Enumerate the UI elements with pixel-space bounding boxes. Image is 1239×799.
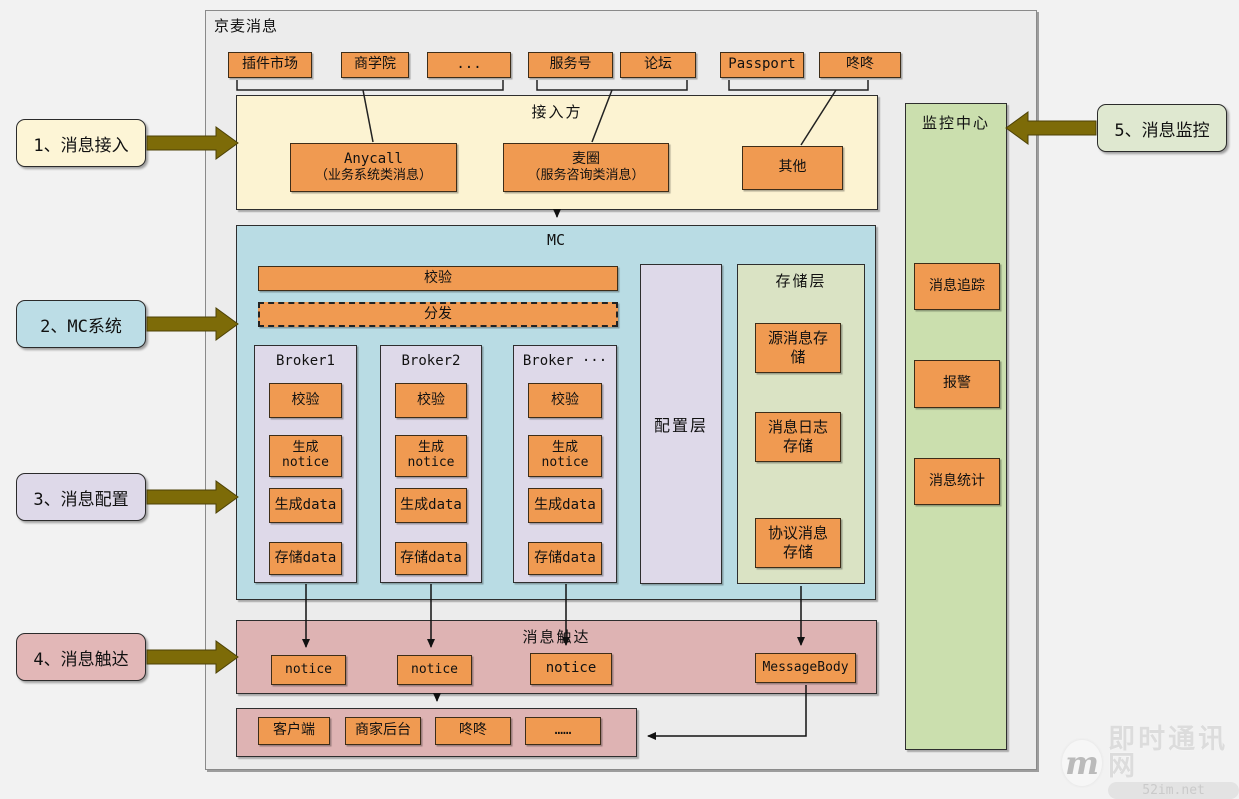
monitor-center-title: 监控中心 [921, 114, 990, 132]
client-dongdong: 咚咚 [435, 717, 511, 745]
client-merchant-backend: 商家后台 [345, 717, 421, 745]
mc-check-bar: 校验 [258, 266, 618, 291]
step-label-message-touch: 4、消息触达 [16, 633, 146, 681]
broker-step-gen-notice: 生成 notice [395, 435, 467, 477]
client-label: 商家后台 [355, 722, 411, 739]
touch-item-label: MessageBody [762, 659, 849, 675]
access-item-line1: 麦圈 [572, 150, 600, 167]
broker-1: Broker1 校验 生成 notice 生成data 存储data [254, 345, 357, 583]
access-item-line1: 其他 [778, 159, 807, 176]
touch-item-notice-1: notice [271, 655, 346, 685]
step-label-text: 5、消息监控 [1114, 120, 1210, 141]
top-source-dongdong: 咚咚 [819, 52, 901, 78]
storage-layer-title: 存储层 [775, 272, 827, 290]
storage-item-protocol-message: 协议消息存储 [755, 518, 841, 568]
mc-dispatch-bar: 分发 [258, 302, 618, 327]
step-label-message-monitor: 5、消息监控 [1097, 104, 1227, 152]
broker-step-gen-notice: 生成 notice [528, 435, 602, 477]
access-layer-title: 接入方 [531, 103, 583, 121]
top-source-label: 插件市场 [242, 56, 298, 73]
top-source-business-school: 商学院 [341, 52, 409, 78]
broker-title: Broker2 [401, 353, 461, 369]
monitor-item-label: 报警 [943, 375, 971, 392]
storage-item-label: 协议消息存储 [767, 524, 828, 561]
touch-item-notice-2: notice [397, 655, 472, 685]
broker-2: Broker2 校验 生成 notice 生成data 存储data [380, 345, 482, 583]
page-title: 京麦消息 [214, 17, 279, 35]
access-item-line2: （业务系统类消息） [314, 168, 432, 184]
access-item-line1: Anycall [343, 150, 403, 167]
watermark-site-name: 即时通讯网 [1108, 724, 1229, 782]
broker-step-check: 校验 [395, 383, 467, 418]
client-app: 客户端 [258, 717, 330, 745]
mc-title: MC [546, 231, 566, 249]
broker-step-gen-notice: 生成 notice [269, 435, 342, 477]
storage-item-label: 消息日志存储 [767, 418, 828, 455]
top-source-label: Passport [728, 56, 796, 73]
top-source-label: ... [456, 56, 482, 73]
storage-item-label: 源消息存储 [767, 329, 828, 366]
top-source-label: 论坛 [644, 56, 672, 73]
top-source-label: 商学院 [354, 56, 396, 73]
touch-item-notice-3: notice [530, 653, 612, 685]
step-label-text: 1、消息接入 [33, 135, 129, 156]
access-item-anycall: Anycall （业务系统类消息） [290, 143, 457, 192]
watermark: m 即时通讯网 52im.net [1062, 726, 1239, 799]
watermark-logo-icon: m [1062, 739, 1103, 786]
monitor-item-message-trace: 消息追踪 [914, 263, 1000, 310]
config-layer: 配置层 [640, 264, 722, 584]
broker-title: Broker1 [275, 353, 335, 369]
touch-item-label: notice [545, 660, 597, 677]
top-source-label: 咚咚 [846, 56, 874, 73]
touch-item-messagebody: MessageBody [755, 653, 856, 683]
client-label: 客户端 [273, 722, 315, 739]
top-source-ellipsis: ... [427, 52, 511, 78]
top-source-forum: 论坛 [620, 52, 696, 78]
broker-step-store-data: 存储data [395, 542, 467, 575]
top-source-service-account: 服务号 [528, 52, 613, 78]
monitor-item-label: 消息统计 [929, 472, 985, 489]
step-label-message-config: 3、消息配置 [16, 473, 146, 521]
touch-layer-title: 消息触达 [522, 628, 591, 646]
storage-item-source-message: 源消息存储 [755, 323, 841, 373]
touch-item-label: notice [411, 661, 458, 677]
broker-step-gen-data: 生成data [528, 488, 602, 523]
mc-dispatch-label: 分发 [424, 305, 452, 322]
step-label-text: 3、消息配置 [33, 489, 129, 510]
monitor-center-panel: 监控中心 [905, 103, 1007, 750]
watermark-site-url: 52im.net [1108, 782, 1239, 799]
access-item-maiquan: 麦圈 （服务咨询类消息） [503, 143, 669, 192]
broker-step-gen-data: 生成data [269, 488, 342, 523]
monitor-item-message-stats: 消息统计 [914, 458, 1000, 505]
broker-title: Broker ··· [522, 353, 608, 369]
top-source-label: 服务号 [549, 56, 592, 73]
monitor-item-label: 消息追踪 [929, 277, 985, 294]
step-label-text: 2、MC系统 [40, 316, 122, 337]
client-label: 咚咚 [459, 722, 487, 739]
storage-item-message-log: 消息日志存储 [755, 412, 841, 462]
access-item-line2: （服务咨询类消息） [527, 168, 645, 184]
broker-step-store-data: 存储data [528, 542, 602, 575]
monitor-item-alarm: 报警 [914, 360, 1000, 408]
touch-item-label: notice [285, 661, 332, 677]
broker-step-gen-data: 生成data [395, 488, 467, 523]
mc-check-label: 校验 [424, 269, 452, 286]
broker-step-check: 校验 [528, 383, 602, 418]
config-layer-label: 配置层 [653, 416, 708, 435]
broker-step-check: 校验 [269, 383, 342, 418]
broker-n: Broker ··· 校验 生成 notice 生成data 存储data [513, 345, 617, 583]
top-source-plugin-market: 插件市场 [228, 52, 312, 78]
broker-step-store-data: 存储data [269, 542, 342, 575]
top-source-passport: Passport [720, 52, 804, 78]
client-label: …… [554, 722, 572, 739]
client-ellipsis: …… [525, 717, 601, 745]
step-label-mc-system: 2、MC系统 [16, 300, 146, 348]
access-item-other: 其他 [742, 146, 843, 190]
step-label-text: 4、消息触达 [33, 649, 129, 670]
step-label-message-access: 1、消息接入 [16, 119, 146, 167]
